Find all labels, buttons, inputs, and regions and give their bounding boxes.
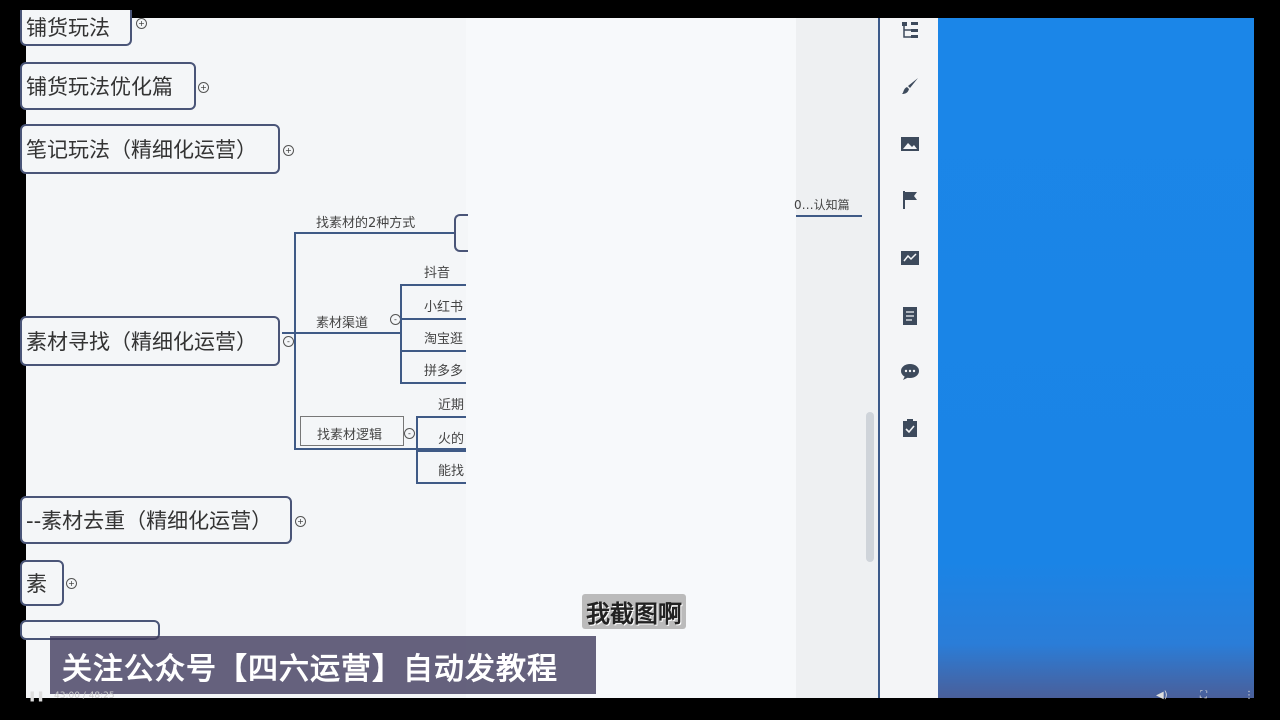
- expand-icon[interactable]: +: [283, 145, 294, 156]
- chart-icon[interactable]: [900, 248, 920, 268]
- video-background-panel: [938, 18, 1254, 698]
- connector-line: [796, 215, 862, 217]
- node-label: 笔记玩法（精细化运营）: [26, 138, 257, 162]
- connector-line: [416, 482, 466, 484]
- mindmap-node[interactable]: 素材寻找（精细化运营）: [20, 316, 280, 366]
- caption-text: 关注公众号【四六运营】自动发教程: [62, 652, 558, 687]
- connector-line: [294, 232, 296, 450]
- connector-line: [294, 448, 466, 450]
- connector-line: [416, 416, 466, 418]
- flag-icon[interactable]: [900, 190, 920, 210]
- branch-label[interactable]: 能找: [438, 464, 465, 479]
- structure-icon[interactable]: [900, 20, 920, 40]
- paint-brush-icon[interactable]: [900, 76, 920, 96]
- expand-icon[interactable]: +: [136, 18, 147, 29]
- player-time: 43:00 / 48:25: [54, 691, 115, 701]
- mindmap-node-clipped[interactable]: [454, 214, 468, 252]
- branch-label[interactable]: 素材渠道: [316, 316, 369, 331]
- branch-label[interactable]: 淘宝逛: [424, 332, 464, 347]
- node-label: --素材去重（精细化运营）: [26, 509, 273, 533]
- mindmap-node[interactable]: 笔记玩法（精细化运营）: [20, 124, 280, 174]
- mindmap-node[interactable]: 素: [20, 560, 64, 606]
- volume-icon[interactable]: ◀): [1156, 690, 1168, 701]
- branch-label: 找素材逻辑: [317, 428, 383, 443]
- branch-label[interactable]: 0…认知篇: [794, 198, 850, 212]
- branch-label[interactable]: 找素材的2种方式: [316, 216, 416, 231]
- branch-label[interactable]: 近期: [438, 398, 465, 413]
- pause-icon[interactable]: ❚❚: [28, 691, 45, 702]
- expand-icon[interactable]: +: [66, 578, 77, 589]
- connector-line: [400, 284, 402, 384]
- mindmap-node[interactable]: --素材去重（精细化运营）: [20, 496, 292, 544]
- caption-banner: [50, 636, 596, 694]
- branch-label[interactable]: 小红书: [424, 300, 464, 315]
- logic-node-box[interactable]: 找素材逻辑: [300, 416, 404, 446]
- branch-label[interactable]: 抖音: [424, 266, 451, 281]
- connector-line: [400, 284, 466, 286]
- player-controls: ❚❚ 43:00 / 48:25 ◀) ⛶ ⋮: [26, 690, 1254, 702]
- expand-icon[interactable]: +: [295, 516, 306, 527]
- node-label: 铺货玩法: [26, 16, 110, 40]
- branch-label[interactable]: 拼多多: [424, 364, 464, 379]
- collapse-icon[interactable]: -: [283, 336, 294, 347]
- branch-label[interactable]: 火的: [438, 432, 465, 447]
- comment-icon[interactable]: [900, 362, 920, 382]
- connector-line: [282, 332, 400, 334]
- mindmap-node[interactable]: 铺货玩法优化篇: [20, 62, 196, 110]
- canvas-scrollbar[interactable]: [866, 412, 874, 562]
- fullscreen-icon[interactable]: ⛶: [1200, 690, 1207, 701]
- note-icon[interactable]: [900, 306, 920, 326]
- expand-icon[interactable]: +: [198, 82, 209, 93]
- image-icon[interactable]: [900, 134, 920, 154]
- mindmap-canvas-edge: [796, 18, 878, 698]
- connector-line: [400, 318, 466, 320]
- node-label: 铺货玩法优化篇: [26, 75, 173, 99]
- connector-line: [400, 382, 466, 384]
- collapse-icon[interactable]: -: [404, 428, 415, 439]
- tool-sidebar: [878, 18, 938, 698]
- connector-line: [294, 232, 454, 234]
- connector-line: [400, 350, 466, 352]
- video-subtitle: 我截图啊: [582, 594, 686, 629]
- task-icon[interactable]: [900, 418, 920, 438]
- more-options-icon[interactable]: ⋮: [1244, 690, 1254, 701]
- node-label: 素: [26, 572, 47, 596]
- node-label: 认知篇: [813, 198, 850, 212]
- node-label: 素材寻找（精细化运营）: [26, 330, 257, 354]
- connector-line: [416, 450, 466, 452]
- mindmap-node[interactable]: 铺货玩法: [20, 10, 132, 46]
